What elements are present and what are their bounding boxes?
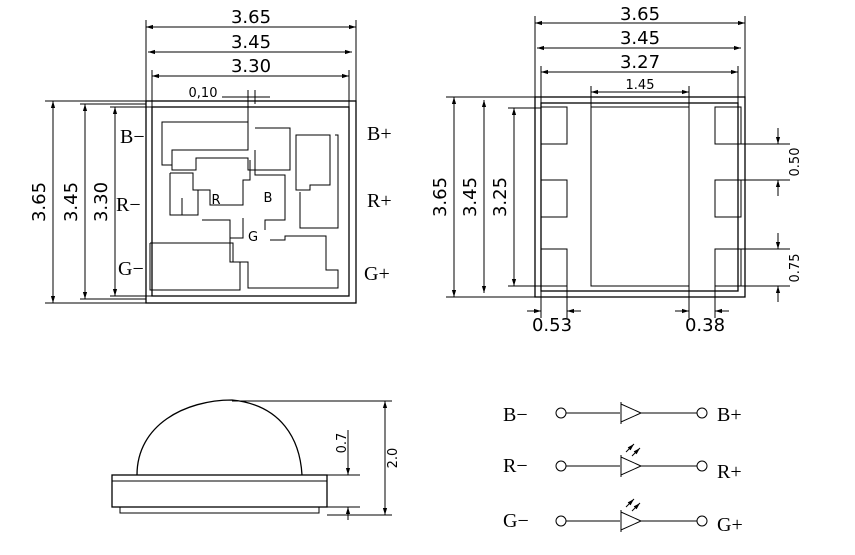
top-view: 3.65 3.45 3.30 0,10 3.65 3.45 3 xyxy=(29,7,392,304)
package-body xyxy=(111,474,328,508)
bottom-view: 3.65 3.45 3.27 1.45 3.65 3.45 3.25 xyxy=(430,4,803,336)
pad-left-bottom xyxy=(540,248,568,287)
schematic-r-plus: R+ xyxy=(717,461,742,483)
package-base xyxy=(119,506,320,514)
bottom-dim-0-53: 0.53 xyxy=(532,315,572,336)
bottom-width-1-45: 1.45 xyxy=(626,78,655,93)
lead-frame xyxy=(149,104,339,291)
bottom-package-inner xyxy=(540,102,739,292)
pad-dims: 0.50 0.75 xyxy=(741,128,803,302)
bottom-package-outer xyxy=(534,96,746,298)
top-pin-r-minus: R− xyxy=(116,194,141,216)
bottom-width-3-65: 3.65 xyxy=(620,4,660,25)
bottom-width-dims: 3.65 3.45 3.27 1.45 xyxy=(534,4,746,107)
bottom-pad-width-dims: 0.53 0.38 xyxy=(527,286,729,336)
bottom-width-3-45: 3.45 xyxy=(620,28,660,49)
die-label-b: B xyxy=(264,191,273,206)
side-view: 2.0 0.7 xyxy=(111,399,401,520)
pad-left-top xyxy=(540,106,568,145)
top-pin-g-plus: G+ xyxy=(364,263,390,285)
pad-right-middle xyxy=(714,179,742,218)
pad-left-middle xyxy=(540,179,568,218)
schematic-g-minus: G− xyxy=(503,510,529,532)
top-pin-r-plus: R+ xyxy=(367,190,392,212)
schematic-b-minus: B− xyxy=(503,404,528,426)
schematic-r-minus: R− xyxy=(503,455,528,477)
top-width-dims: 3.65 3.45 3.30 0,10 xyxy=(145,7,357,107)
pad-right-top xyxy=(714,106,742,145)
diode-g xyxy=(620,511,643,531)
side-height-2-0: 2.0 xyxy=(386,448,401,469)
bottom-width-3-27: 3.27 xyxy=(620,52,660,73)
schematic-row-g: G− G+ xyxy=(503,498,743,536)
top-package-outer xyxy=(145,100,357,304)
bottom-height-3-25: 3.25 xyxy=(490,177,511,217)
bottom-height-dims: 3.65 3.45 3.25 xyxy=(430,96,541,298)
pad-gap-0-50: 0.50 xyxy=(788,148,803,177)
top-height-3-45: 3.45 xyxy=(61,182,82,222)
top-width-3-45: 3.45 xyxy=(231,32,271,53)
die-label-r: R xyxy=(211,193,220,208)
die-label-g: G xyxy=(248,230,258,245)
schematic: B− B+ R− R+ G− xyxy=(503,402,743,536)
top-pin-g-minus: G− xyxy=(118,258,144,280)
side-height-0-7: 0.7 xyxy=(335,433,350,454)
center-thermal-pad xyxy=(590,106,690,287)
top-pin-b-plus: B+ xyxy=(367,123,392,145)
pad-height-0-75: 0.75 xyxy=(788,254,803,283)
top-height-3-30: 3.30 xyxy=(91,182,112,222)
top-height-3-65: 3.65 xyxy=(29,182,50,222)
top-width-3-30: 3.30 xyxy=(231,56,271,77)
schematic-row-r: R− R+ xyxy=(503,443,742,483)
bottom-height-3-65: 3.65 xyxy=(430,177,451,217)
top-gap-0-10: 0,10 xyxy=(189,86,218,101)
top-package-inner xyxy=(151,106,350,297)
bottom-height-3-45: 3.45 xyxy=(460,177,481,217)
schematic-row-b: B− B+ xyxy=(503,402,742,426)
schematic-g-plus: G+ xyxy=(717,514,743,536)
diode-b xyxy=(620,403,643,423)
diode-r xyxy=(620,456,643,476)
top-height-dims: 3.65 3.45 3.30 xyxy=(29,100,152,304)
pad-right-bottom xyxy=(714,248,742,287)
schematic-b-plus: B+ xyxy=(717,404,742,426)
top-pin-b-minus: B− xyxy=(120,126,145,148)
lens-dome xyxy=(136,399,303,476)
top-width-3-65: 3.65 xyxy=(231,7,271,28)
bottom-dim-0-38: 0.38 xyxy=(685,315,725,336)
